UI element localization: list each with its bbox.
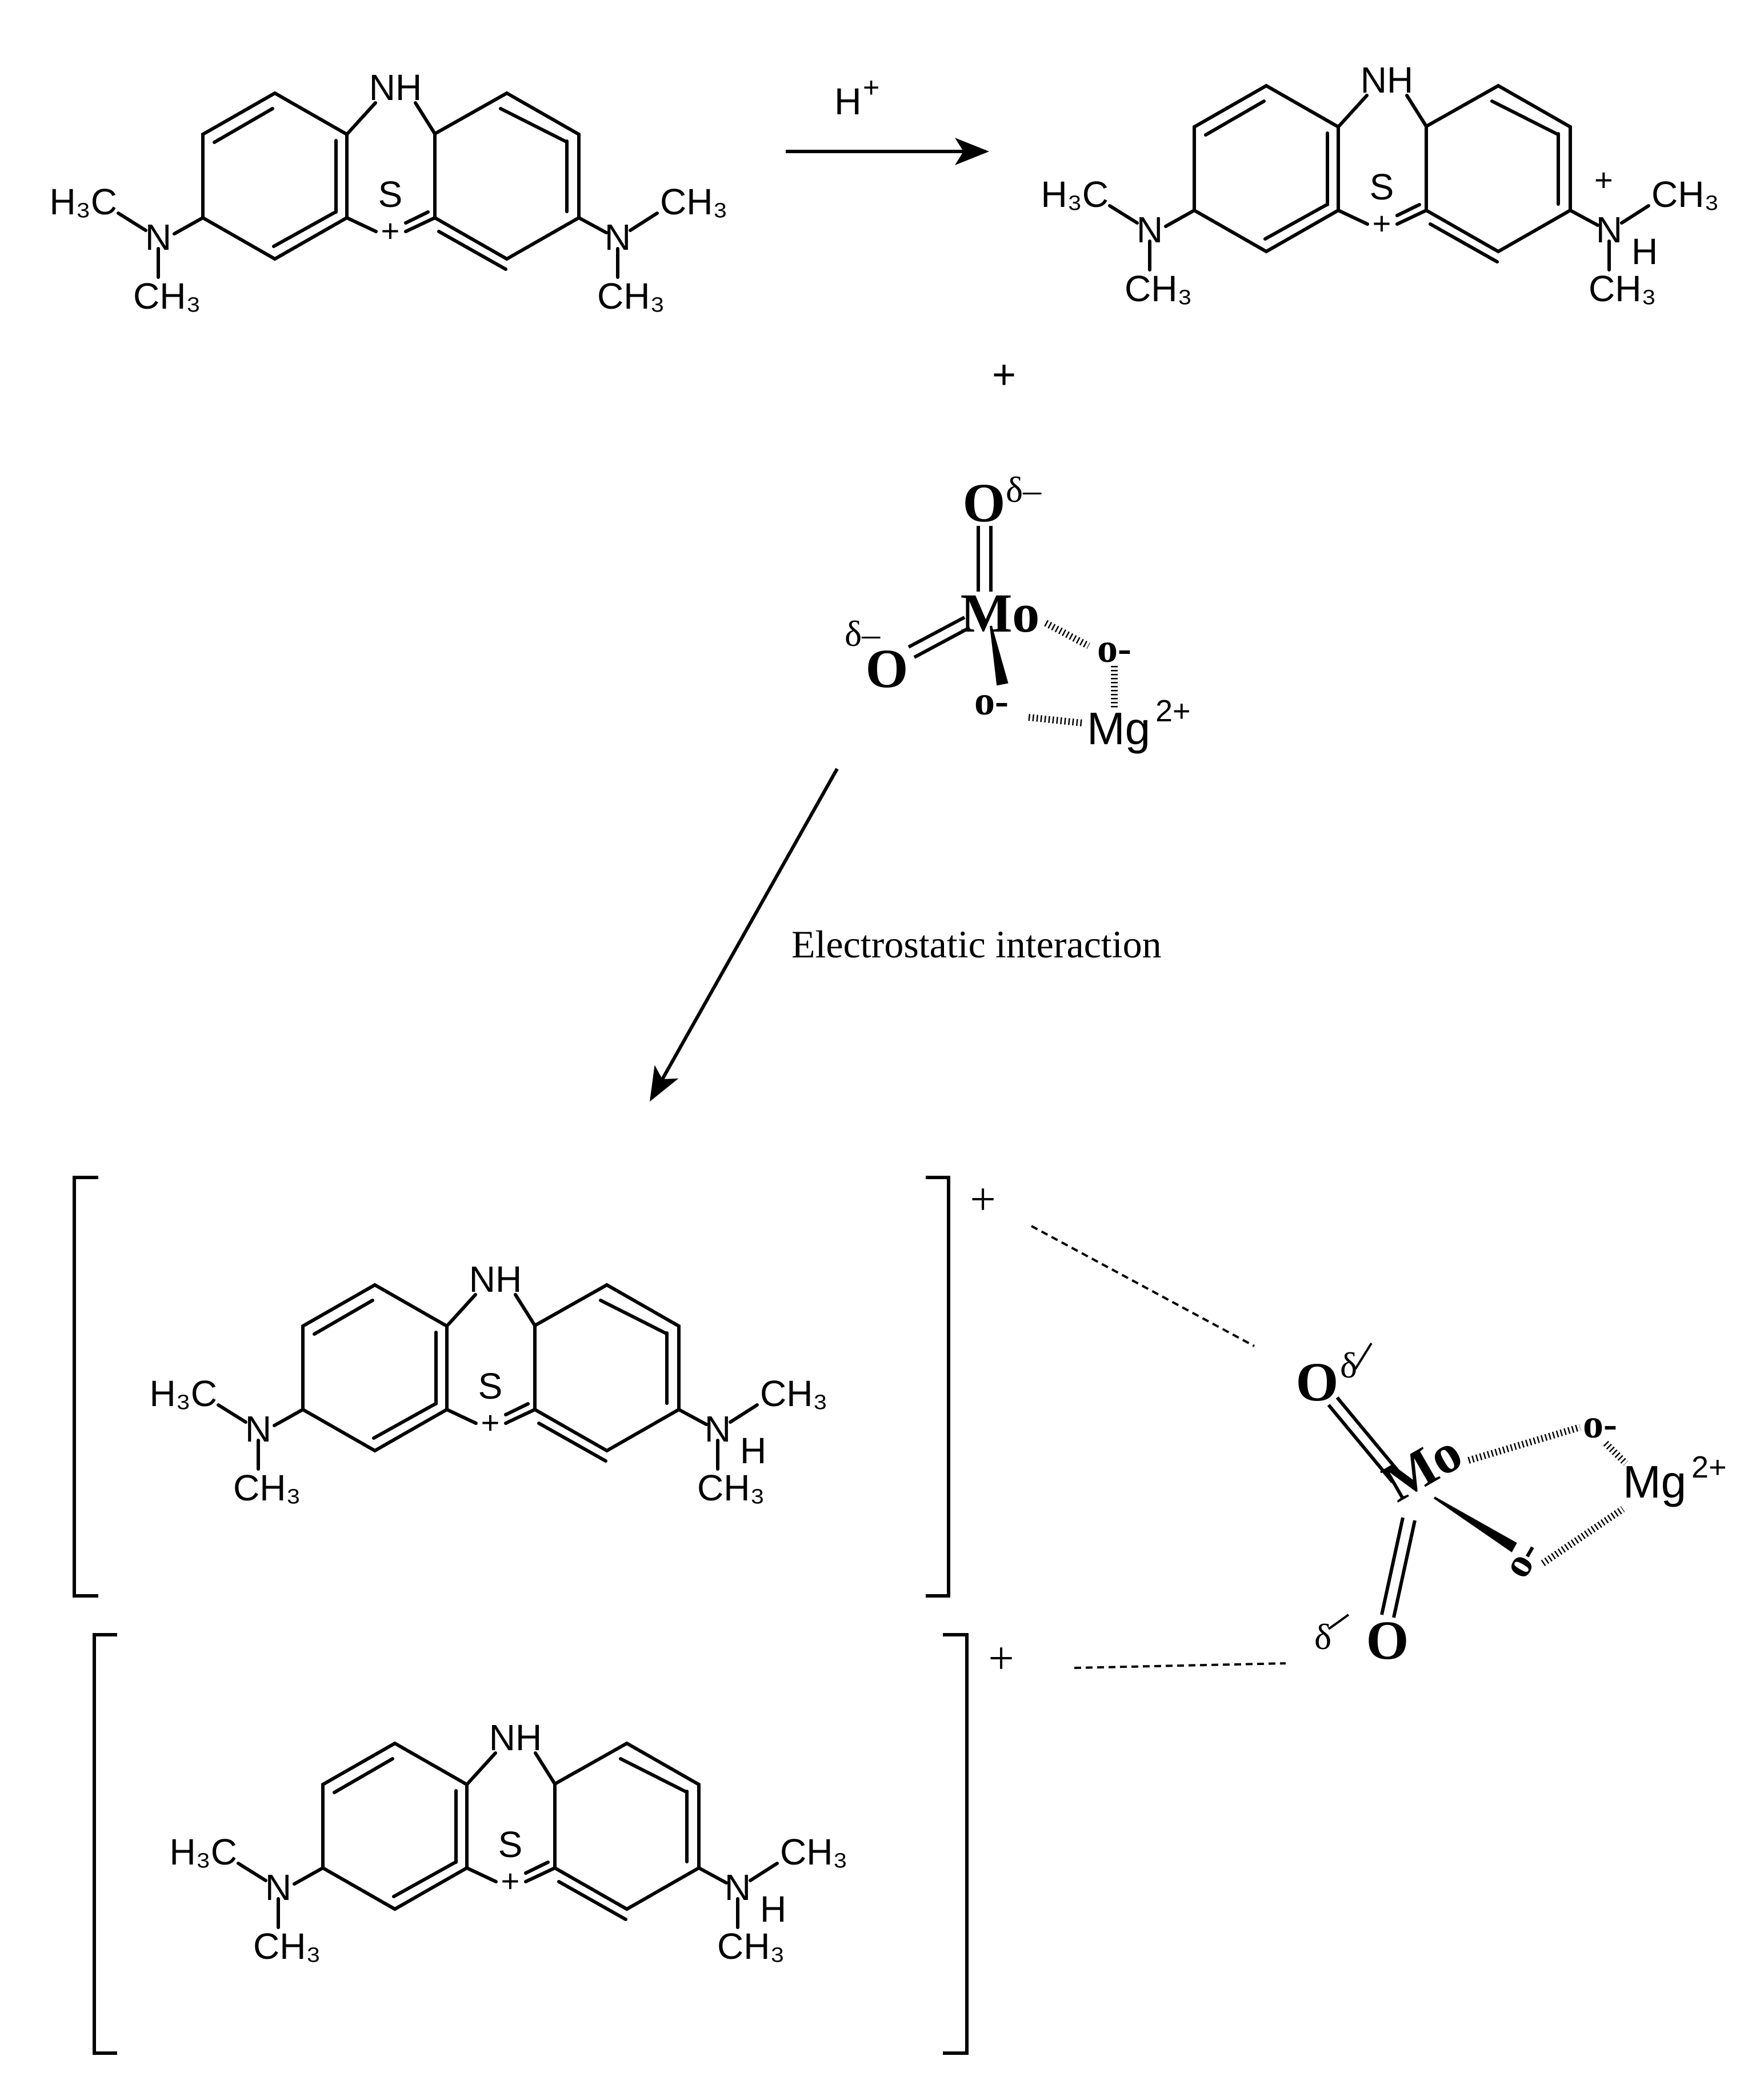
bound-magnesium-charge: 2+ xyxy=(1691,1450,1727,1484)
ch3-label-right-bottom: CH₃ xyxy=(717,1926,785,1967)
sulfur-label: S xyxy=(478,1366,503,1407)
bracket-charge: + xyxy=(988,1634,1014,1684)
ch3-label-right-bottom: CH₃ xyxy=(697,1467,765,1508)
ammonium-charge: + xyxy=(1594,162,1613,198)
amine-n-right: N xyxy=(605,217,631,258)
sulfur-label: S xyxy=(378,174,403,215)
bound-oxo-oxygen-top: O xyxy=(1296,1351,1339,1412)
methylene-blue-complex-1: NH S + N H₃C CH₃ N CH₃ H CH₃ xyxy=(150,1259,828,1508)
ch3-label-right-bottom: CH₃ xyxy=(597,276,665,317)
amine-h: H xyxy=(740,1430,766,1471)
amine-n-left: N xyxy=(245,1408,271,1450)
bound-molybdate: O δ Mo o- Mg 2+ o- O δ xyxy=(1296,1342,1727,1671)
amine-n-right: N xyxy=(725,1867,751,1908)
h3c-label-left: H₃C xyxy=(150,1373,218,1414)
sulfur-charge: + xyxy=(501,1863,520,1899)
magnesium-charge: 2+ xyxy=(1155,694,1191,728)
amine-n-left: N xyxy=(265,1867,291,1908)
plus-sign: + xyxy=(992,352,1016,398)
proton-reagent: H xyxy=(834,80,862,122)
interaction-dash-upper xyxy=(1031,1225,1255,1347)
ch3-label-left: CH₃ xyxy=(253,1926,321,1967)
complex-bracket-1: + xyxy=(73,1175,996,1598)
amine-n-left: N xyxy=(145,217,171,258)
nh-label: NH xyxy=(489,1717,542,1758)
ch3-label-left: CH₃ xyxy=(233,1467,301,1508)
ch3-label-right-top: CH₃ xyxy=(1651,174,1719,215)
oxo-oxygen-top: O xyxy=(963,472,1006,533)
nh-label: NH xyxy=(1361,59,1413,101)
interaction-arrow xyxy=(650,768,839,1102)
methylene-blue-complex-2: NH S + N H₃C CH₃ N CH₃ H CH₃ xyxy=(170,1717,848,1967)
sulfur-charge: + xyxy=(381,213,400,249)
delta-top: δ– xyxy=(1006,469,1042,510)
ch3-label-right-bottom: CH₃ xyxy=(1589,268,1657,309)
bound-delta-bottom: δ xyxy=(1314,1616,1331,1657)
ammonium-h: H xyxy=(1631,231,1658,272)
magnesium-molybdate: O δ– Mo O δ– o- o- Mg 2+ xyxy=(845,469,1191,754)
sulfur-charge: + xyxy=(481,1404,500,1440)
magnesium-label: Mg xyxy=(1087,703,1150,754)
bound-molybdenum-label: Mo xyxy=(1373,1421,1472,1514)
ch3-label-right-top: CH₃ xyxy=(780,1831,848,1873)
h3c-label-left: H₃C xyxy=(170,1831,238,1873)
bracket-charge: + xyxy=(970,1175,995,1225)
amine-n-right: N xyxy=(705,1408,731,1450)
ch3-label-right-top: CH₃ xyxy=(660,181,728,222)
bound-oxide-right: o- xyxy=(1583,1401,1617,1447)
nh-label: NH xyxy=(369,67,422,108)
sulfur-label: S xyxy=(1370,166,1394,207)
ch3-label-left: CH₃ xyxy=(133,276,201,317)
sulfur-label: S xyxy=(498,1824,523,1865)
bound-magnesium-label: Mg xyxy=(1623,1456,1686,1507)
amine-n-left: N xyxy=(1137,209,1163,250)
h3c-label-left: H₃C xyxy=(1041,174,1109,215)
reactant-methylene-blue: NH S + N H₃C CH₃ N CH₃ CH₃ xyxy=(50,67,728,317)
delta-left: δ– xyxy=(845,613,881,654)
amine-h: H xyxy=(760,1889,786,1930)
h3c-label-left: H₃C xyxy=(50,181,118,222)
bound-oxo-oxygen-bottom: O xyxy=(1366,1610,1409,1671)
proton-reagent-charge: + xyxy=(863,71,879,103)
sulfur-charge: + xyxy=(1373,205,1391,241)
ch3-label-right-top: CH₃ xyxy=(760,1373,828,1414)
interaction-label: Electrostatic interaction xyxy=(791,923,1162,966)
oxide-bottom: o- xyxy=(974,678,1009,724)
interaction-dash-lower xyxy=(1074,1662,1286,1669)
nh-label: NH xyxy=(469,1259,522,1300)
ammonium-n: N xyxy=(1596,209,1622,250)
ch3-label-left: CH₃ xyxy=(1125,268,1193,309)
bound-delta-top: δ xyxy=(1340,1345,1357,1386)
oxo-oxygen-left: O xyxy=(866,638,909,699)
oxide-right: o- xyxy=(1097,625,1131,671)
protonated-methylene-blue: NH S + N H₃C CH₃ N + CH₃ H CH₃ xyxy=(1041,59,1719,309)
molybdenum-label: Mo xyxy=(961,582,1040,644)
complex-bracket-2: + xyxy=(93,1633,1014,2055)
